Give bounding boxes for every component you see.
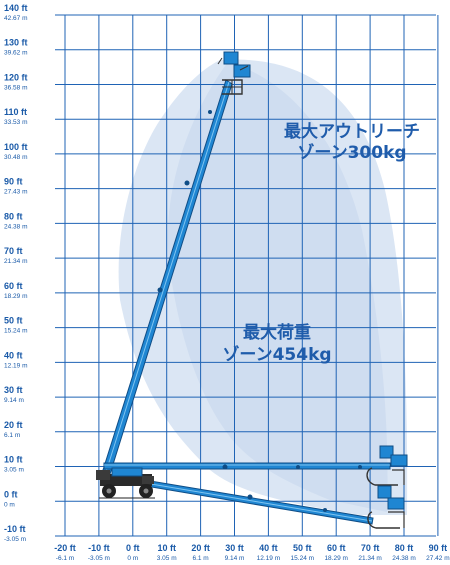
x-tick-label-m: 27.42 m bbox=[426, 555, 450, 562]
x-tick-label-ft: 70 ft bbox=[361, 543, 380, 553]
y-tick-label-m: 12.19 m bbox=[4, 362, 28, 369]
y-tick-label-m: 6.1 m bbox=[4, 432, 20, 439]
x-tick-label-ft: 60 ft bbox=[327, 543, 346, 553]
horizontal-platform bbox=[366, 445, 408, 486]
lowered-platform bbox=[367, 485, 405, 529]
raised-platform bbox=[217, 51, 251, 95]
x-tick-label-m: 6.1 m bbox=[192, 555, 208, 562]
horizontal-boom bbox=[103, 462, 391, 470]
y-tick-label-m: 21.34 m bbox=[4, 258, 28, 265]
y-tick-label-ft: 40 ft bbox=[4, 350, 23, 360]
axis-labels: 140 ft 42.67 m 130 ft 39.62 m 120 ft 36.58 m 1… bbox=[4, 3, 450, 562]
y-tick-label-ft: 110 ft bbox=[4, 107, 27, 117]
x-tick-label-m: -3.05 m bbox=[88, 555, 110, 562]
y-tick-label-ft: -10 ft bbox=[4, 524, 26, 534]
y-tick-label-m: 9.14 m bbox=[4, 397, 24, 404]
outreach-zone-label-line2: ゾーン300kg bbox=[297, 143, 406, 163]
y-tick-label-ft: 130 ft bbox=[4, 38, 28, 48]
x-tick-label-m: 0 m bbox=[127, 555, 138, 562]
y-tick-label-m: 3.05 m bbox=[4, 467, 24, 474]
y-tick-label-ft: 80 ft bbox=[4, 211, 23, 221]
y-tick-label-ft: 20 ft bbox=[4, 420, 23, 430]
max-load-zone-area bbox=[167, 62, 388, 512]
y-tick-label-m: 27.43 m bbox=[4, 189, 28, 196]
x-tick-label-ft: -20 ft bbox=[54, 543, 76, 553]
outreach-zone-label-line1: 最大アウトリーチ bbox=[284, 121, 420, 142]
x-tick-label-ft: 40 ft bbox=[259, 543, 278, 553]
x-tick-label-ft: 90 ft bbox=[429, 543, 448, 553]
y-tick-label-ft: 70 ft bbox=[4, 246, 23, 256]
x-tick-label-ft: 0 ft bbox=[126, 543, 140, 553]
x-tick-label-ft: 20 ft bbox=[191, 543, 210, 553]
x-tick-label-ft: 30 ft bbox=[225, 543, 244, 553]
x-tick-label-m: 12.19 m bbox=[257, 555, 281, 562]
x-tick-label-ft: 50 ft bbox=[293, 543, 312, 553]
x-tick-label-m: 9.14 m bbox=[225, 555, 245, 562]
x-tick-label-m: 24.38 m bbox=[392, 555, 416, 562]
y-tick-label-m: 24.38 m bbox=[4, 223, 28, 230]
y-tick-label-m: 42.67 m bbox=[4, 15, 28, 22]
y-tick-label-ft: 60 ft bbox=[4, 281, 23, 291]
y-tick-label-m: 0 m bbox=[4, 501, 15, 508]
y-tick-label-m: 18.29 m bbox=[4, 293, 28, 300]
y-tick-label-m: 30.48 m bbox=[4, 154, 28, 161]
x-tick-label-m: 21.34 m bbox=[358, 555, 382, 562]
y-tick-label-m: 15.24 m bbox=[4, 328, 28, 335]
x-tick-label-m: 18.29 m bbox=[324, 555, 348, 562]
max-load-zone-label-line1: 最大荷重 bbox=[243, 322, 311, 343]
x-tick-label-m: -6.1 m bbox=[56, 555, 74, 562]
y-tick-label-ft: 30 ft bbox=[4, 385, 23, 395]
y-tick-label-ft: 10 ft bbox=[4, 455, 23, 465]
y-tick-label-ft: 0 ft bbox=[4, 489, 18, 499]
boom-lift-illustration bbox=[96, 51, 408, 529]
y-tick-label-m: 39.62 m bbox=[4, 50, 28, 57]
y-tick-label-m: 33.53 m bbox=[4, 119, 28, 126]
x-tick-label-ft: 80 ft bbox=[395, 543, 414, 553]
y-tick-label-ft: 90 ft bbox=[4, 177, 23, 187]
x-tick-label-m: 15.24 m bbox=[291, 555, 315, 562]
y-tick-label-m: 36.58 m bbox=[4, 84, 28, 91]
y-tick-label-m: -3.05 m bbox=[4, 536, 26, 543]
x-tick-label-ft: 10 ft bbox=[157, 543, 176, 553]
x-tick-label-m: 3.05 m bbox=[157, 555, 177, 562]
x-tick-label-ft: -10 ft bbox=[88, 543, 110, 553]
machine-chassis bbox=[96, 467, 155, 499]
max-load-zone-label-line2: ゾーン454kg bbox=[222, 345, 331, 365]
y-tick-label-ft: 50 ft bbox=[4, 316, 23, 326]
y-tick-label-ft: 100 ft bbox=[4, 142, 28, 152]
y-tick-label-ft: 120 ft bbox=[4, 72, 28, 82]
y-tick-label-ft: 140 ft bbox=[4, 3, 28, 13]
